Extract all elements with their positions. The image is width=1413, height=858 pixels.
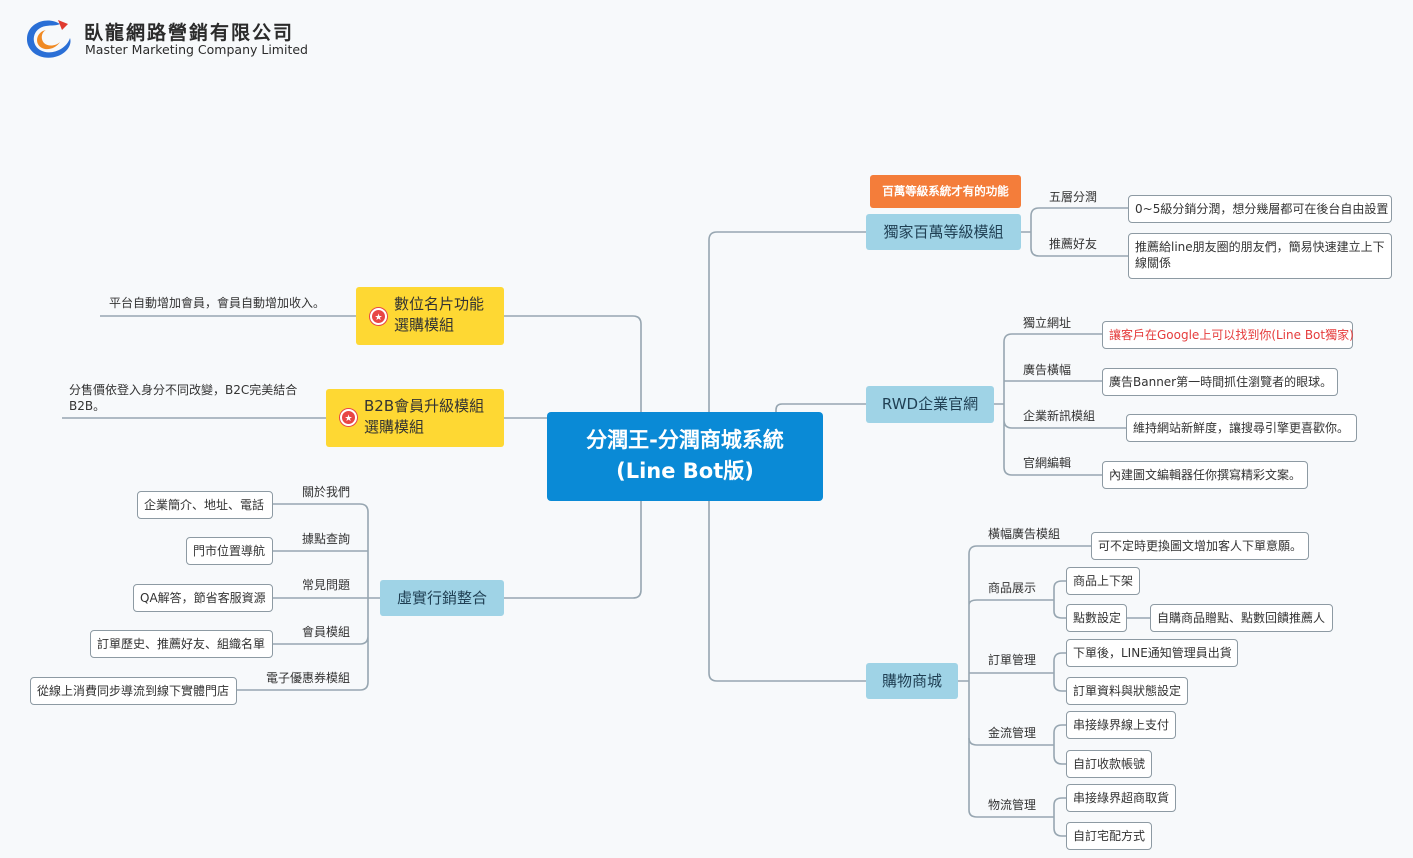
- leaf-box[interactable]: 下單後，LINE通知管理員出貨: [1066, 639, 1238, 667]
- center-title: 分潤王-分潤商城系統: [586, 428, 784, 452]
- exclusive-module-node[interactable]: 獨家百萬等級模組: [866, 214, 1021, 250]
- leaf-box[interactable]: 串接綠界線上支付: [1066, 711, 1176, 739]
- card-note: 平台自動增加會員，會員自動增加收入。: [109, 296, 326, 310]
- center-node[interactable]: 分潤王-分潤商城系統 (Line Bot版): [547, 412, 823, 501]
- branch-label: 五層分潤: [1049, 190, 1098, 204]
- leaf-box[interactable]: 自購商品贈點、點數回饋推薦人: [1150, 604, 1333, 632]
- leaf-box[interactable]: QA解答，節省客服資源: [133, 584, 273, 612]
- leaf-box[interactable]: 訂單歷史、推薦好友、組織名單: [90, 630, 273, 658]
- center-subtitle: (Line Bot版): [616, 459, 754, 483]
- node-subtitle: 選購模組: [364, 418, 425, 436]
- branch-label: 廣告橫幅: [1023, 363, 1072, 377]
- rwd-website-node[interactable]: RWD企業官網: [866, 386, 994, 423]
- branch-label: 訂單管理: [988, 653, 1037, 667]
- million-feature-badge: 百萬等級系統才有的功能: [870, 175, 1021, 208]
- branch-label: 推薦好友: [1049, 237, 1098, 251]
- branch-label: 關於我們: [302, 485, 351, 499]
- node-subtitle: 選購模組: [394, 316, 455, 334]
- leaf-box[interactable]: 廣告Banner第一時間抓住瀏覽者的眼球。: [1102, 368, 1338, 396]
- leaf-box[interactable]: 串接綠界超商取貨: [1066, 784, 1176, 812]
- leaf-box[interactable]: 訂單資料與狀態設定: [1066, 677, 1188, 705]
- leaf-box[interactable]: 商品上下架: [1066, 567, 1140, 595]
- leaf-box-highlight[interactable]: 讓客戶在Google上可以找到你(Line Bot獨家): [1102, 321, 1354, 349]
- branch-label: 會員模組: [302, 625, 351, 639]
- company-name-cn: 臥龍網路營銷有限公司: [84, 22, 295, 44]
- branch-label: 據點查詢: [302, 532, 351, 546]
- shopping-mall-node[interactable]: 購物商城: [866, 663, 958, 699]
- leaf-box[interactable]: 企業簡介、地址、電話: [137, 491, 273, 519]
- branch-label: 電子優惠券模組: [266, 671, 351, 685]
- branch-label: 官網編輯: [1023, 456, 1072, 470]
- leaf-box[interactable]: 0~5級分銷分潤，想分幾層都可在後台自由設置: [1128, 195, 1392, 223]
- branch-label: 常見問題: [302, 578, 351, 592]
- b2b-note: 分售價依登入身分不同改變，B2C完美結合B2B。: [69, 383, 298, 413]
- branch-label: 物流管理: [988, 798, 1037, 812]
- star-icon: ★: [340, 409, 357, 426]
- branch-label: 金流管理: [988, 726, 1037, 740]
- company-name-en: Master Marketing Company Limited: [85, 42, 308, 57]
- branch-label: 橫幅廣告模組: [988, 527, 1061, 541]
- leaf-box[interactable]: 自訂收款帳號: [1066, 750, 1152, 778]
- leaf-box[interactable]: 從線上消費同步導流到線下實體門店: [30, 677, 237, 705]
- leaf-box[interactable]: 點數設定: [1066, 604, 1127, 632]
- leaf-box[interactable]: 門市位置導航: [186, 537, 273, 565]
- leaf-box[interactable]: 推薦給line朋友圈的朋友們，簡易快速建立上下線關係: [1128, 233, 1392, 279]
- leaf-box[interactable]: 內建圖文編輯器任你撰寫精彩文案。: [1102, 461, 1308, 489]
- leaf-box[interactable]: 維持網站新鮮度，讓搜尋引擎更喜歡你。: [1126, 414, 1357, 442]
- branch-label: 企業新訊模組: [1023, 409, 1096, 423]
- omni-marketing-node[interactable]: 虛實行銷整合: [380, 580, 504, 616]
- star-icon: ★: [370, 308, 387, 325]
- branch-label: 商品展示: [988, 581, 1037, 595]
- branch-label: 獨立網址: [1023, 316, 1072, 330]
- node-title: B2B會員升級模組: [364, 397, 485, 415]
- company-logo-icon: [26, 20, 71, 58]
- node-title: 數位名片功能: [394, 295, 485, 313]
- b2b-member-node[interactable]: B2B會員升級模組 選購模組: [326, 389, 504, 447]
- leaf-box[interactable]: 自訂宅配方式: [1066, 822, 1152, 850]
- leaf-box[interactable]: 可不定時更換圖文增加客人下單意願。: [1091, 532, 1309, 560]
